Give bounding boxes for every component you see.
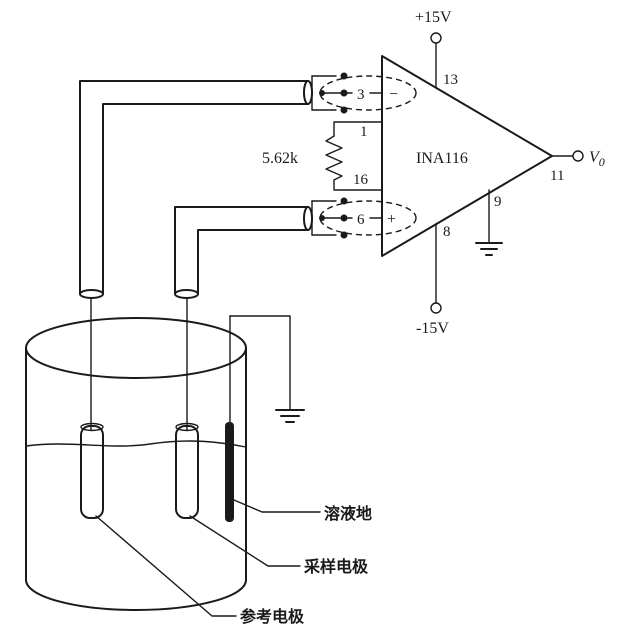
shielded-cable-reference	[79, 80, 313, 299]
pin-13-label: 13	[443, 72, 458, 88]
pin-6-label: 6	[357, 212, 365, 228]
resistor-value: 5.62k	[262, 150, 298, 167]
output-label: V0	[589, 149, 605, 169]
pin-1-label: 1	[360, 124, 368, 140]
leader-solution-ground	[233, 499, 321, 513]
label-solution-ground: 溶液地	[324, 504, 372, 523]
negative-supply	[430, 223, 442, 314]
pin-16-label: 16	[353, 172, 369, 188]
leader-reference-electrode	[95, 515, 237, 617]
output-label-subscript: 0	[599, 155, 605, 169]
positive-supply-label: +15V	[415, 9, 452, 26]
reference-electrode	[80, 422, 104, 519]
gain-resistor	[325, 121, 383, 191]
input-connector-minus	[311, 72, 417, 114]
ground-symbol-solution	[275, 409, 305, 423]
ground-symbol-amplifier	[475, 189, 503, 256]
liquid-surface	[25, 440, 247, 448]
plus-sign: +	[387, 211, 396, 228]
output-terminal	[551, 150, 584, 162]
label-reference-electrode: 参考电极	[240, 607, 305, 626]
label-sampling-electrode: 采样电极	[303, 557, 369, 576]
beaker	[25, 317, 247, 611]
ina116-amplifier	[381, 55, 553, 257]
pin-3-label: 3	[357, 87, 365, 103]
amplifier-name: INA116	[416, 150, 468, 167]
shielded-cable-sampling	[174, 206, 313, 299]
pin-9-label: 9	[494, 194, 502, 210]
solution-ground-electrode	[225, 315, 291, 522]
minus-sign: −	[389, 86, 398, 103]
pin-11-label: 11	[550, 168, 564, 184]
leader-sampling-electrode	[189, 515, 301, 567]
negative-supply-label: -15V	[416, 320, 449, 337]
sampling-electrode	[175, 422, 199, 519]
pin-8-label: 8	[443, 224, 451, 240]
positive-supply	[430, 32, 442, 89]
input-connector-plus	[311, 197, 417, 239]
